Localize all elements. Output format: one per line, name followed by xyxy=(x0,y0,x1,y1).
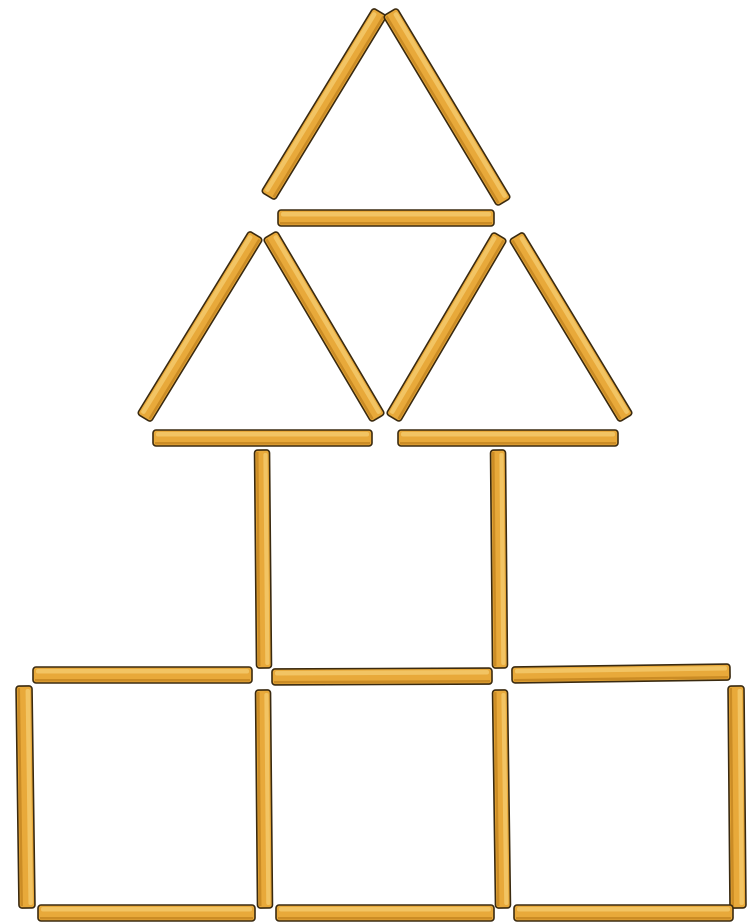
matchstick-top-left xyxy=(261,8,387,200)
matchstick-outer-right xyxy=(728,686,746,908)
matchstick-top-base xyxy=(278,210,494,226)
matchstick-right-tri-left xyxy=(386,232,507,422)
matchstick-divider-1 xyxy=(256,690,273,908)
matchstick-left-column xyxy=(255,450,272,668)
matchstick-right-column xyxy=(491,450,508,668)
matchstick-bottom-edge-2 xyxy=(276,905,494,921)
matchstick-top-edge-3 xyxy=(512,664,730,683)
matchstick-bottom-edge-1 xyxy=(38,905,255,921)
matchstick-left-tri-left xyxy=(137,231,263,422)
matchstick-right-tri-right xyxy=(509,232,633,422)
matchstick-top-right xyxy=(383,8,511,206)
matchstick-left-tri-base xyxy=(153,430,372,446)
matchstick-bottom-edge-3 xyxy=(514,905,733,921)
matchstick-divider-2 xyxy=(493,690,511,908)
matchstick-top-edge-1 xyxy=(33,667,252,683)
matchstick-outer-left xyxy=(16,686,35,908)
matchstick-top-edge-2 xyxy=(272,668,492,685)
matchstick-right-tri-base xyxy=(398,430,618,446)
matchstick-left-tri-right xyxy=(263,231,385,422)
